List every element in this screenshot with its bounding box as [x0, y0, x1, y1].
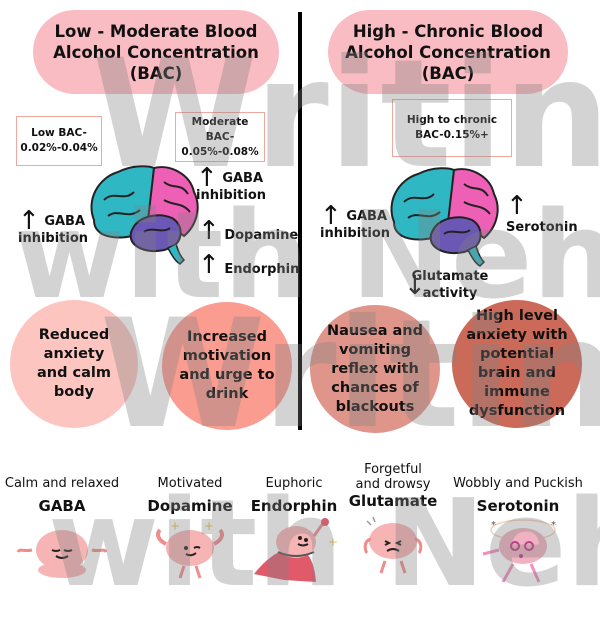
vertical-divider	[298, 12, 302, 430]
arrow-up-icon: ↑	[506, 191, 528, 221]
effect-text: GABA inhibition	[18, 214, 89, 246]
svg-text:+: +	[170, 520, 180, 533]
effect-glutamate: Glutamate activity	[400, 268, 500, 302]
svg-text:+: +	[204, 520, 214, 533]
outcome-text: Nausea and vomiting reflex with chances …	[326, 322, 424, 415]
mood-label: Calm and relaxed	[4, 476, 120, 491]
moderate-bac-box: Moderate BAC- 0.05%-0.08%	[175, 112, 265, 162]
neurotransmitter-label: Dopamine	[147, 497, 233, 515]
moderate-bac-range: 0.05%-0.08%	[181, 145, 259, 158]
outcome-reduced-anxiety: Reduced anxiety and calm body	[10, 300, 138, 428]
dizzy-brain-icon: **	[482, 519, 556, 583]
svg-text:*: *	[551, 520, 556, 531]
effect-gaba-high: ↑ GABA inhibition	[320, 203, 400, 246]
outcome-increased-motivation: Increased motivation and urge to drink	[162, 302, 292, 430]
outcome-text: Increased motivation and urge to drink	[179, 329, 275, 402]
arrow-up-icon: ↑	[198, 250, 220, 280]
svg-text:+: +	[328, 535, 338, 549]
right-title-text: High - Chronic Blood Alcohol Concentrati…	[345, 21, 551, 83]
high-bac-label: High to chronic	[406, 114, 498, 126]
neurotransmitter-label: Serotonin	[476, 497, 560, 515]
brain-icon	[390, 167, 499, 267]
drowsy-brain-icon	[363, 516, 423, 574]
right-title: High - Chronic Blood Alcohol Concentrati…	[328, 10, 568, 94]
flexing-brain-icon: ++	[156, 519, 224, 579]
left-title: Low - Moderate Blood Alcohol Concentrati…	[33, 10, 279, 94]
neurotransmitter-label: Endorphin	[250, 497, 338, 515]
high-bac-range: BAC-0.15%+	[415, 129, 489, 141]
effect-text: Endorphin	[224, 262, 300, 277]
effect-gaba-left: ↑ GABA inhibition	[18, 208, 98, 251]
mood-label: Forgetful and drowsy	[355, 462, 431, 492]
outcome-text: Reduced anxiety and calm body	[37, 327, 111, 400]
outcome-nausea: Nausea and vomiting reflex with chances …	[310, 305, 440, 433]
arrow-up-icon: ↑	[196, 163, 218, 193]
character-glutamate: Forgetful and drowsy Glutamate	[338, 462, 448, 583]
effect-text: Dopamine	[224, 228, 299, 243]
arrow-up-icon: ↑	[198, 216, 220, 246]
character-gaba: Calm and relaxed GABA	[0, 476, 124, 586]
arrow-down-icon: ↓	[404, 271, 426, 301]
moderate-bac-label: Moderate BAC-	[191, 115, 249, 143]
low-bac-range: 0.02%-0.04%	[20, 142, 98, 154]
effect-text: GABA inhibition	[196, 171, 267, 203]
superhero-brain-icon: +	[254, 518, 338, 582]
character-dopamine: Motivated Dopamine ++	[140, 476, 240, 586]
effect-text: GABA inhibition	[320, 209, 391, 241]
arrow-up-icon: ↑	[320, 201, 342, 231]
effect-text: Glutamate activity	[411, 269, 489, 301]
brain-icon	[90, 165, 199, 265]
mood-label: Euphoric	[265, 476, 323, 491]
effect-endorphin: ↑ Endorphin	[198, 252, 299, 278]
outcome-text: High level anxiety with potential brain …	[466, 308, 568, 419]
low-bac-box: Low BAC- 0.02%-0.04%	[16, 116, 102, 166]
svg-text:*: *	[491, 520, 496, 531]
effect-gaba-moderate: ↑ GABA inhibition	[196, 165, 276, 208]
low-bac-label: Low BAC-	[31, 127, 87, 139]
neurotransmitter-label: Glutamate	[348, 492, 438, 510]
meditating-brain-icon	[16, 530, 108, 578]
character-serotonin: Wobbly and Puckish Serotonin **	[448, 476, 588, 590]
left-title-text: Low - Moderate Blood Alcohol Concentrati…	[53, 21, 259, 83]
effect-serotonin: ↑ Serotonin	[506, 193, 600, 236]
arrow-up-icon: ↑	[18, 206, 40, 236]
effect-text: Serotonin	[506, 220, 578, 235]
neurotransmitter-label: GABA	[38, 497, 86, 515]
character-endorphin: Euphoric Endorphin +	[244, 476, 344, 588]
high-bac-box: High to chronic BAC-0.15%+	[392, 99, 512, 157]
effect-dopamine: ↑ Dopamine	[198, 218, 298, 244]
outcome-high-anxiety: High level anxiety with potential brain …	[452, 300, 582, 428]
mood-label: Motivated	[157, 476, 223, 491]
mood-label: Wobbly and Puckish	[453, 476, 583, 491]
